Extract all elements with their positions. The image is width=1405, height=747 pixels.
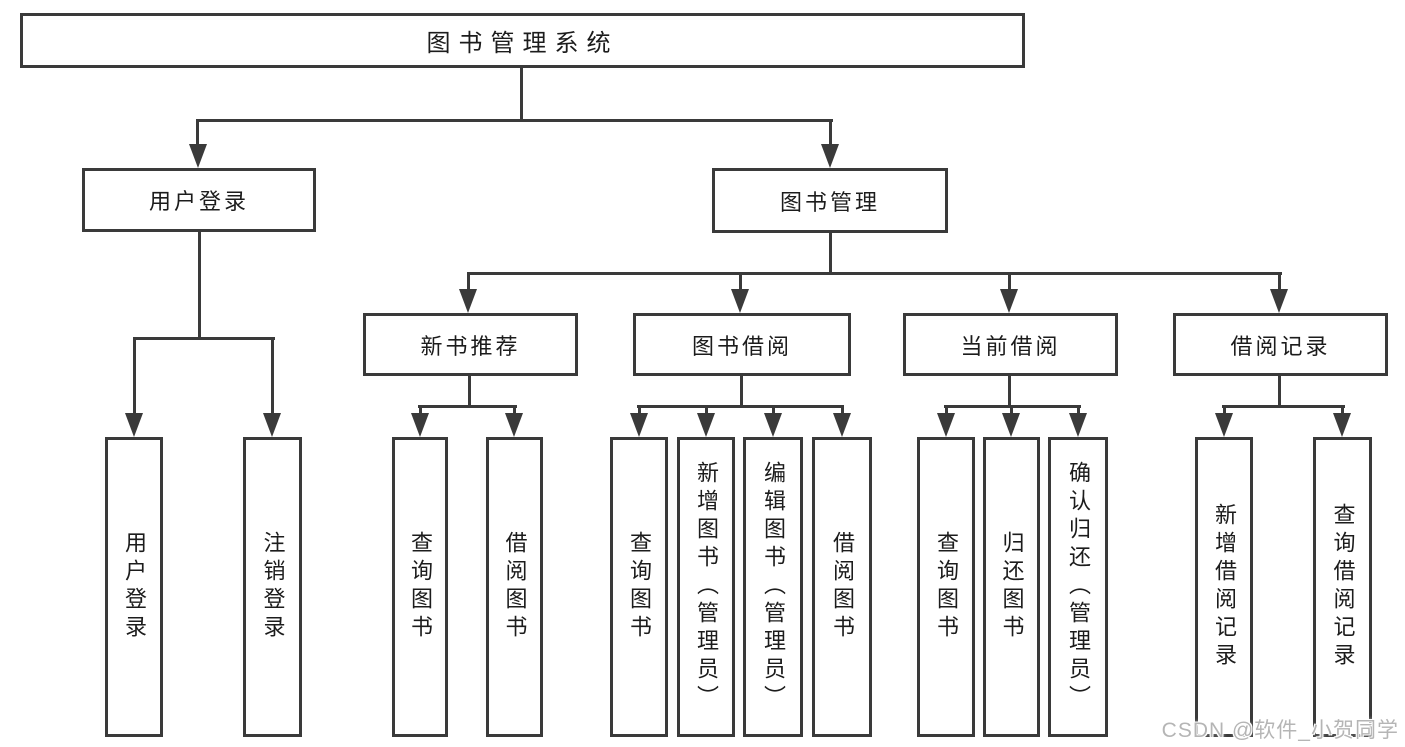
arrow-down-icon <box>697 413 715 437</box>
node-label: 注销登录 <box>260 531 286 643</box>
node-label: 当前借阅 <box>960 333 1061 359</box>
node-label: 编辑图书（管理员） <box>761 461 786 713</box>
connector-line <box>133 337 275 340</box>
connector-line <box>740 376 743 408</box>
node-book-borrowing: 图书借阅 <box>633 313 851 376</box>
arrow-down-icon <box>1215 413 1233 437</box>
connector-line <box>1008 376 1011 408</box>
connector-line <box>1278 376 1281 408</box>
arrow-down-icon <box>1270 289 1288 313</box>
connector-line <box>638 405 641 417</box>
arrow-down-icon <box>821 144 839 168</box>
connector-line <box>271 337 274 415</box>
connector-line <box>133 337 136 415</box>
csdn-watermark: CSDN @软件_小贺同学 <box>1161 719 1399 742</box>
node-label: 确认归还（管理员） <box>1066 461 1091 713</box>
connector-line <box>637 405 844 408</box>
connector-line <box>197 119 833 122</box>
connector-line <box>513 405 516 417</box>
arrow-down-icon <box>833 413 851 437</box>
connector-line <box>467 272 1282 275</box>
node-label: 图书借阅 <box>691 333 792 359</box>
connector-line <box>419 405 422 417</box>
connector-line <box>198 232 201 340</box>
arrow-down-icon <box>1069 413 1087 437</box>
arrow-down-icon <box>764 413 782 437</box>
connector-line <box>196 119 199 147</box>
arrow-down-icon <box>1002 413 1020 437</box>
node-new-book-recommendation: 新书推荐 <box>363 313 578 376</box>
node-label: 用户登录 <box>148 189 249 214</box>
arrow-down-icon <box>505 413 523 437</box>
connector-line <box>945 405 948 417</box>
node-return-books: 归还图书 <box>983 437 1040 737</box>
node-library-management-system: 图书管理系统 <box>20 13 1025 68</box>
connector-line <box>739 272 742 290</box>
connector-line <box>418 405 517 408</box>
connector-line <box>829 119 832 147</box>
node-current-borrowing: 当前借阅 <box>903 313 1118 376</box>
node-add-book-admin: 新增图书（管理员） <box>677 437 735 737</box>
node-query-books-recommend: 查询图书 <box>392 437 448 737</box>
node-label: 归还图书 <box>999 531 1025 643</box>
arrow-down-icon <box>937 413 955 437</box>
connector-line <box>467 272 470 290</box>
arrow-down-icon <box>189 144 207 168</box>
arrow-down-icon <box>1333 413 1351 437</box>
connector-line <box>772 405 775 417</box>
arrow-down-icon <box>411 413 429 437</box>
node-label: 用户登录 <box>122 531 147 643</box>
node-label: 新增图书（管理员） <box>694 461 719 713</box>
node-book-management: 图书管理 <box>712 168 948 233</box>
node-user-login-leaf: 用户登录 <box>105 437 163 737</box>
arrow-down-icon <box>263 413 281 437</box>
connector-line <box>841 405 844 417</box>
connector-line <box>468 376 471 408</box>
node-label: 查询图书 <box>408 531 433 643</box>
node-confirm-return-admin: 确认归还（管理员） <box>1048 437 1108 737</box>
node-label: 新增借阅记录 <box>1212 503 1237 671</box>
node-query-books-current: 查询图书 <box>917 437 975 737</box>
connector-line <box>1341 405 1344 417</box>
connector-line <box>1222 405 1345 408</box>
node-label: 借阅图书 <box>830 531 855 643</box>
node-user-login: 用户登录 <box>82 168 316 232</box>
node-label: 借阅记录 <box>1230 333 1331 359</box>
node-logout: 注销登录 <box>243 437 302 737</box>
arrow-down-icon <box>731 289 749 313</box>
connector-line <box>1077 405 1080 417</box>
connector-line <box>705 405 708 417</box>
node-label: 图书管理系统 <box>426 30 619 57</box>
node-add-borrow-record: 新增借阅记录 <box>1195 437 1253 737</box>
node-edit-book-admin: 编辑图书（管理员） <box>743 437 803 737</box>
connector-line <box>1008 272 1011 290</box>
node-label: 查询借阅记录 <box>1330 503 1356 671</box>
connector-line <box>829 233 832 275</box>
node-label: 查询图书 <box>934 531 959 643</box>
node-label: 图书管理 <box>779 189 880 215</box>
node-label: 查询图书 <box>627 531 652 643</box>
node-query-borrow-record: 查询借阅记录 <box>1313 437 1372 737</box>
node-borrow-books-recommend: 借阅图书 <box>486 437 543 737</box>
node-query-books-borrow: 查询图书 <box>610 437 668 737</box>
connector-line <box>1010 405 1013 417</box>
connector-line <box>520 68 523 122</box>
node-label: 借阅图书 <box>502 531 528 643</box>
node-borrow-books: 借阅图书 <box>812 437 872 737</box>
connector-line <box>1223 405 1226 417</box>
arrow-down-icon <box>459 289 477 313</box>
node-borrowing-records: 借阅记录 <box>1173 313 1388 376</box>
node-label: 新书推荐 <box>420 333 521 359</box>
arrow-down-icon <box>125 413 143 437</box>
arrow-down-icon <box>1000 289 1018 313</box>
arrow-down-icon <box>630 413 648 437</box>
connector-line <box>1278 272 1281 290</box>
